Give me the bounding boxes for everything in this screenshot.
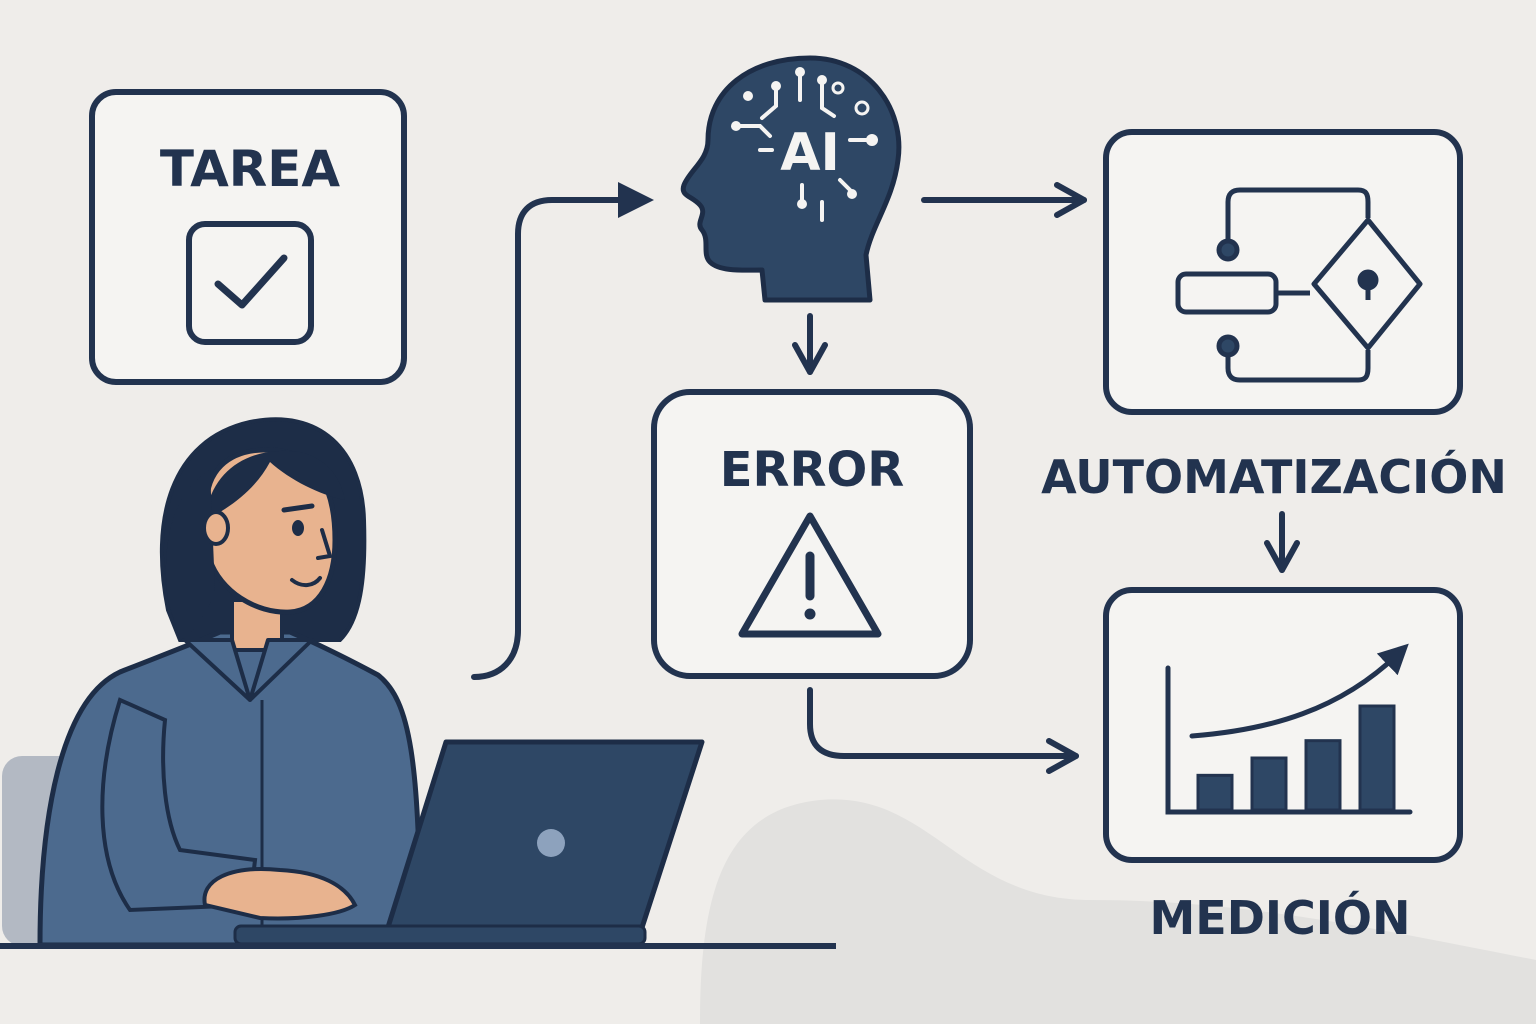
arrow-person-to-ai — [471, 182, 654, 680]
collar — [183, 638, 314, 702]
tarea-node: TAREA — [89, 89, 407, 385]
chart-bar — [1304, 739, 1342, 812]
ai-label: AI — [780, 123, 840, 183]
flowchart-icon — [1175, 187, 1423, 383]
automatizacion-box — [1103, 129, 1463, 415]
automatizacion-node: AUTOMATIZACIÓN — [1041, 129, 1507, 504]
hair-fringe — [205, 450, 345, 520]
medicion-label: MEDICIÓN — [1150, 891, 1411, 945]
tarea-box — [89, 89, 407, 385]
error-box — [651, 389, 973, 679]
chart-bar — [1196, 773, 1234, 812]
ai-head-icon — [680, 55, 902, 303]
chart-bar — [1358, 704, 1396, 812]
ai-node: AI — [680, 55, 902, 303]
chart-bar — [1250, 756, 1288, 812]
ear — [202, 510, 230, 546]
chart-bars — [1196, 704, 1396, 812]
arrow-error-to-medicion — [807, 687, 1079, 774]
checkbox-check-icon — [186, 221, 314, 345]
error-label: ERROR — [720, 442, 904, 498]
error-node: ERROR — [651, 389, 973, 679]
hair-side — [165, 470, 215, 640]
arm — [100, 697, 258, 913]
bar-chart-growth-icon — [1165, 643, 1413, 815]
hand — [202, 867, 358, 921]
background-blob — [700, 799, 1536, 1024]
warning-triangle-icon — [738, 512, 882, 638]
person-at-laptop — [0, 417, 836, 949]
tarea-label: TAREA — [160, 140, 341, 198]
laptop — [233, 739, 705, 946]
medicion-box — [1103, 587, 1463, 863]
circuit-lines — [738, 74, 870, 222]
medicion-node: MEDICIÓN — [1103, 587, 1463, 945]
automatizacion-label: AUTOMATIZACIÓN — [1041, 450, 1507, 504]
